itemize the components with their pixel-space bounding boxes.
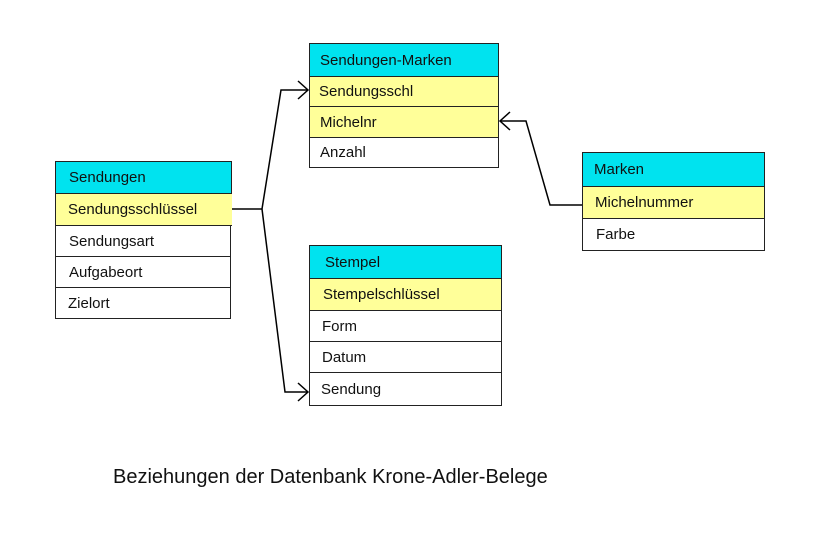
diagram-caption: Beziehungen der Datenbank Krone-Adler-Be… <box>113 466 548 488</box>
arrowhead-sendungen-marken-right <box>498 111 511 131</box>
connector-sendungen-to-sendungen-marken <box>261 89 308 210</box>
entity-stempel-title: Stempel <box>309 245 502 279</box>
field-sendungsart: Sendungsart <box>55 225 231 257</box>
entity-sendungen-marken: Sendungen-Marken Sendungsschl Michelnr A… <box>309 43 499 168</box>
entity-marken: Marken Michelnummer Farbe <box>582 152 765 251</box>
entity-sendungen-marken-title: Sendungen-Marken <box>309 43 499 77</box>
field-farbe: Farbe <box>582 218 765 251</box>
field-michelnr: Michelnr <box>309 106 499 138</box>
arrowhead-stempel <box>297 382 310 402</box>
field-datum: Datum <box>309 341 502 373</box>
connector-sendungen-to-stempel <box>261 208 308 393</box>
field-aufgabeort: Aufgabeort <box>55 256 231 288</box>
entity-marken-title: Marken <box>582 152 765 187</box>
field-sendung: Sendung <box>309 372 502 406</box>
field-form: Form <box>309 310 502 342</box>
field-stempelschluessel: Stempelschlüssel <box>309 278 502 311</box>
arrowhead-sendungen-marken-left <box>297 80 310 100</box>
connector-marken-to-sendungen-marken <box>500 120 582 206</box>
field-zielort: Zielort <box>55 287 231 319</box>
field-sendungsschl: Sendungsschl <box>309 76 499 107</box>
field-michelnummer: Michelnummer <box>582 186 765 219</box>
entity-sendungen-title: Sendungen <box>55 161 232 194</box>
entity-sendungen: Sendungen Sendungsschlüssel Sendungsart … <box>55 161 232 319</box>
field-sendungsschluessel: Sendungsschlüssel <box>55 193 232 226</box>
entity-stempel: Stempel Stempelschlüssel Form Datum Send… <box>309 245 502 406</box>
field-anzahl: Anzahl <box>309 137 499 168</box>
